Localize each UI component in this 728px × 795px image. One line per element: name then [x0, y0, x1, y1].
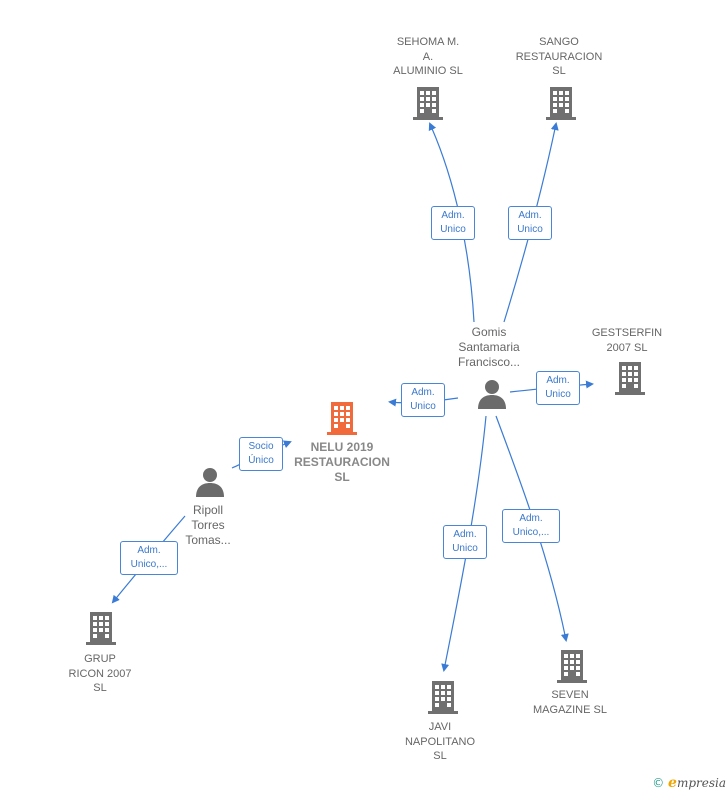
- edge-label-gomis-gestserfin[interactable]: Adm. Unico: [536, 371, 580, 405]
- building-icon: [428, 681, 458, 714]
- node-label: SANGO RESTAURACION SL: [515, 36, 603, 77]
- edge-label-gomis-javi[interactable]: Adm. Unico: [443, 525, 487, 559]
- edge-label-ripoll-nelu[interactable]: Socio Único: [239, 437, 283, 471]
- edge-label-gomis-sehoma[interactable]: Adm. Unico: [431, 206, 475, 240]
- node-label: GESTSERFIN 2007 SL: [591, 327, 663, 354]
- brand-footer: © empresia: [652, 775, 726, 791]
- edge-label-ripoll-grup[interactable]: Adm. Unico,...: [120, 541, 178, 575]
- node-label: SEHOMA M. A. ALUMINIO SL: [393, 36, 463, 77]
- edge-label-gomis-nelu[interactable]: Adm. Unico: [401, 383, 445, 417]
- brand-logo-initial: e: [668, 775, 677, 791]
- building-icon: [413, 87, 443, 120]
- node-label: JAVI NAPOLITANO SL: [404, 721, 476, 762]
- building-icon: [546, 87, 576, 120]
- node-label: NELU 2019 RESTAURACION SL: [294, 440, 390, 484]
- person-icon: [196, 468, 224, 497]
- edge-label-gomis-seven[interactable]: Adm. Unico,...: [502, 509, 560, 543]
- brand-logo-text: mpresia: [676, 776, 726, 790]
- building-icon: [327, 402, 357, 435]
- person-icon: [478, 380, 506, 409]
- edge-label-gomis-sango[interactable]: Adm. Unico: [508, 206, 552, 240]
- building-icon: [615, 362, 645, 395]
- node-label: GRUP RICON 2007 SL: [68, 653, 132, 694]
- node-label: SEVEN MAGAZINE SL: [533, 689, 607, 716]
- node-label: Gomis Santamaria Francisco...: [457, 325, 520, 369]
- building-icon: [557, 650, 587, 683]
- copyright-icon: ©: [652, 776, 665, 790]
- building-icon: [86, 612, 116, 645]
- node-label: Ripoll Torres Tomas...: [185, 503, 231, 547]
